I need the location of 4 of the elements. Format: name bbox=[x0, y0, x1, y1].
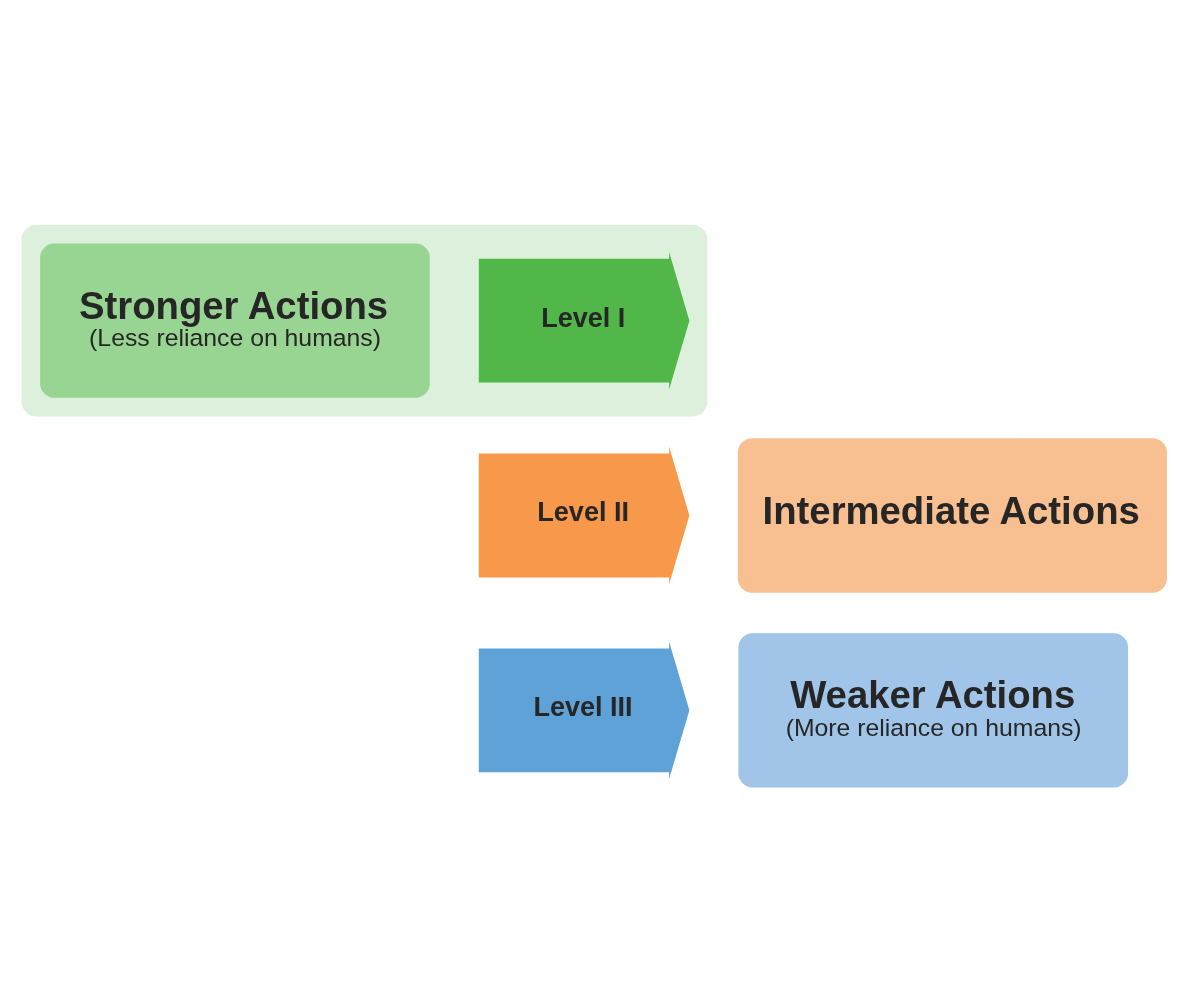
node-box: Stronger Actions (Less reliance on humans) bbox=[40, 243, 430, 398]
cluster bbox=[21, 224, 708, 417]
node-box: Intermediate Actions bbox=[737, 438, 1167, 593]
node-box: Weaker Actions (More reliance on humans) bbox=[738, 633, 1129, 788]
